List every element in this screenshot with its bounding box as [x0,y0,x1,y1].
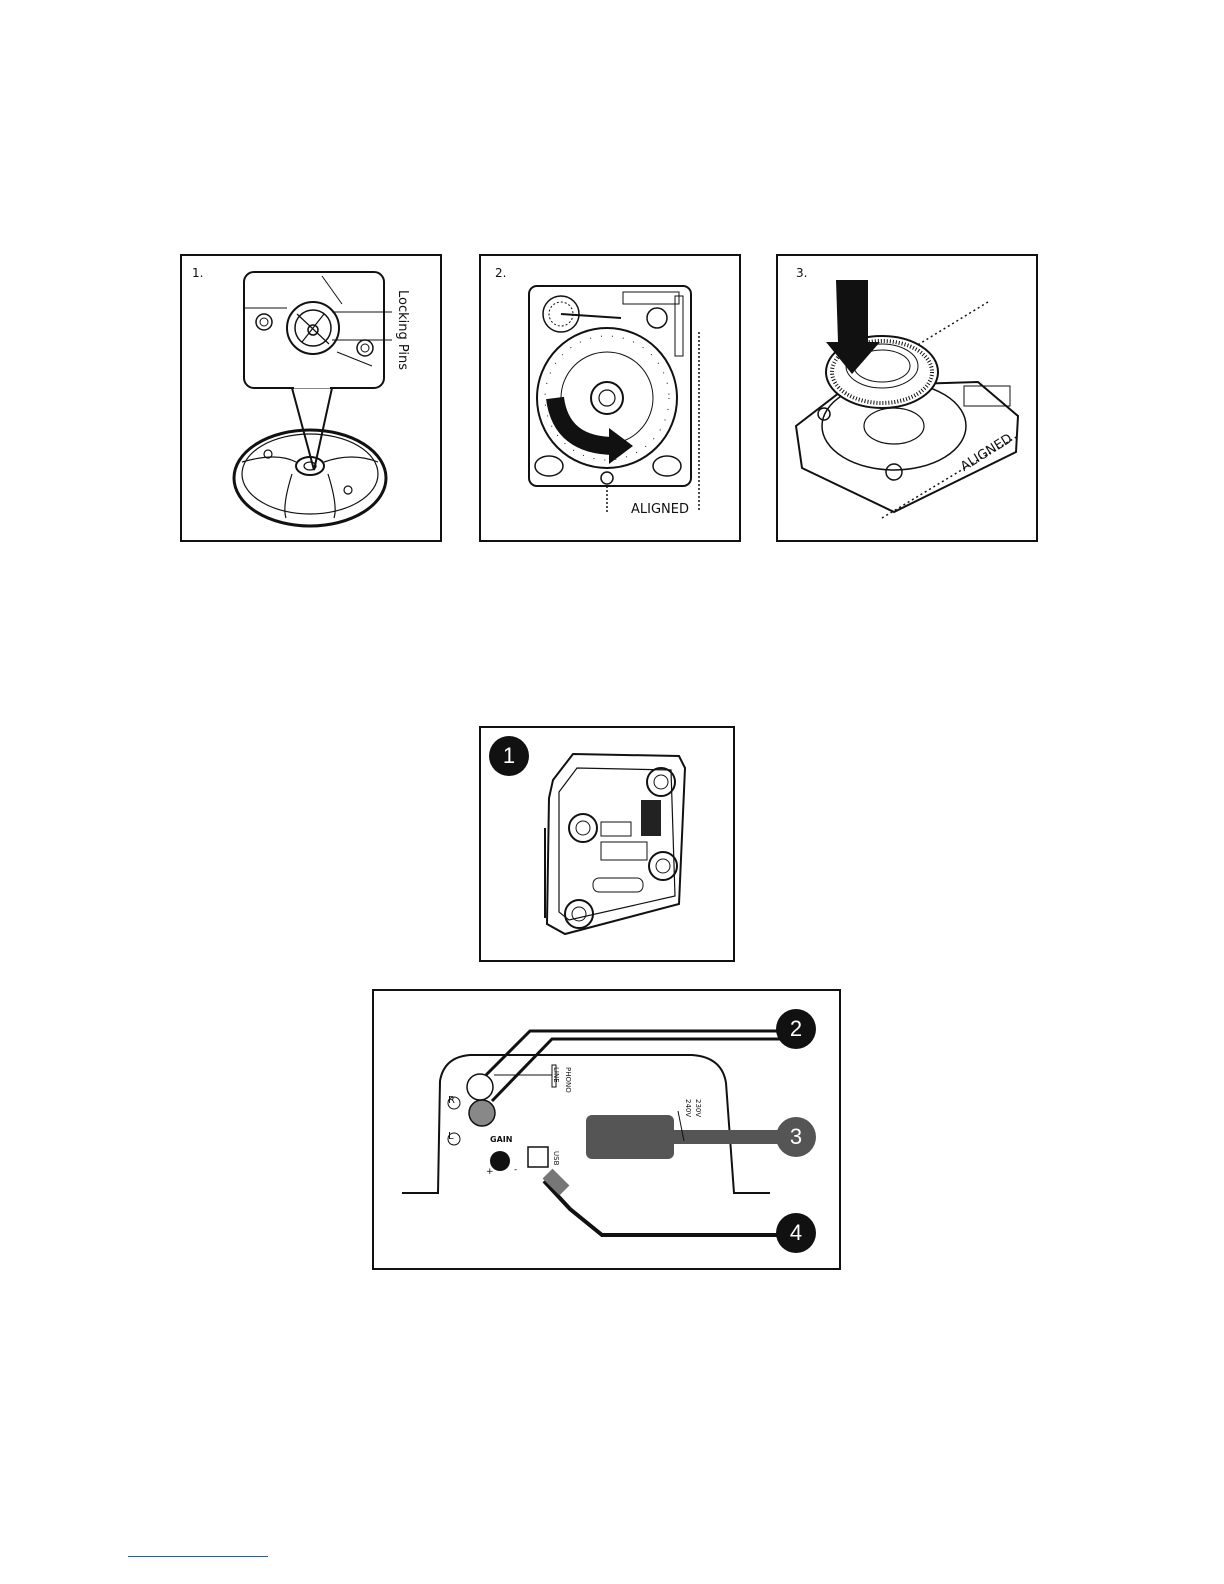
gain-plus-label: + [486,1167,494,1177]
locking-pins-label: Locking Pins [395,290,410,370]
jack-left-label: L [448,1131,454,1142]
platter-placement-illustration [778,256,1036,540]
usb-label: USB [552,1151,560,1165]
callout-1: 1 [489,736,529,776]
step-1-panel: 1. Locking Pins [180,254,442,542]
jack-right-label: R [448,1095,455,1106]
rear-view-panel: 1 [479,726,735,962]
step-number: 1. [192,266,203,280]
step-number: 2. [495,266,506,280]
callout-4: 4 [776,1213,816,1253]
voltage-low-label: 240V [684,1099,692,1117]
turntable-top-illustration [481,256,739,540]
callout-2: 2 [776,1009,816,1049]
footer-rule [128,1556,268,1557]
step-number: 3. [796,266,807,280]
switch-phono-label: PHONO [564,1067,572,1093]
rear-connections-illustration [374,991,839,1268]
connections-panel: R L LINE PHONO GAIN + - USB 230V 240V 2 … [372,989,841,1270]
gain-label: GAIN [490,1135,512,1144]
step-3-panel: 3. ALIGNED [776,254,1038,542]
switch-line-label: LINE [552,1067,560,1083]
gain-minus-label: - [514,1165,517,1175]
step-2-panel: 2. ALIGNED [479,254,741,542]
aligned-label: ALIGNED [631,502,689,517]
voltage-high-label: 230V [694,1099,702,1117]
callout-3: 3 [776,1117,816,1157]
